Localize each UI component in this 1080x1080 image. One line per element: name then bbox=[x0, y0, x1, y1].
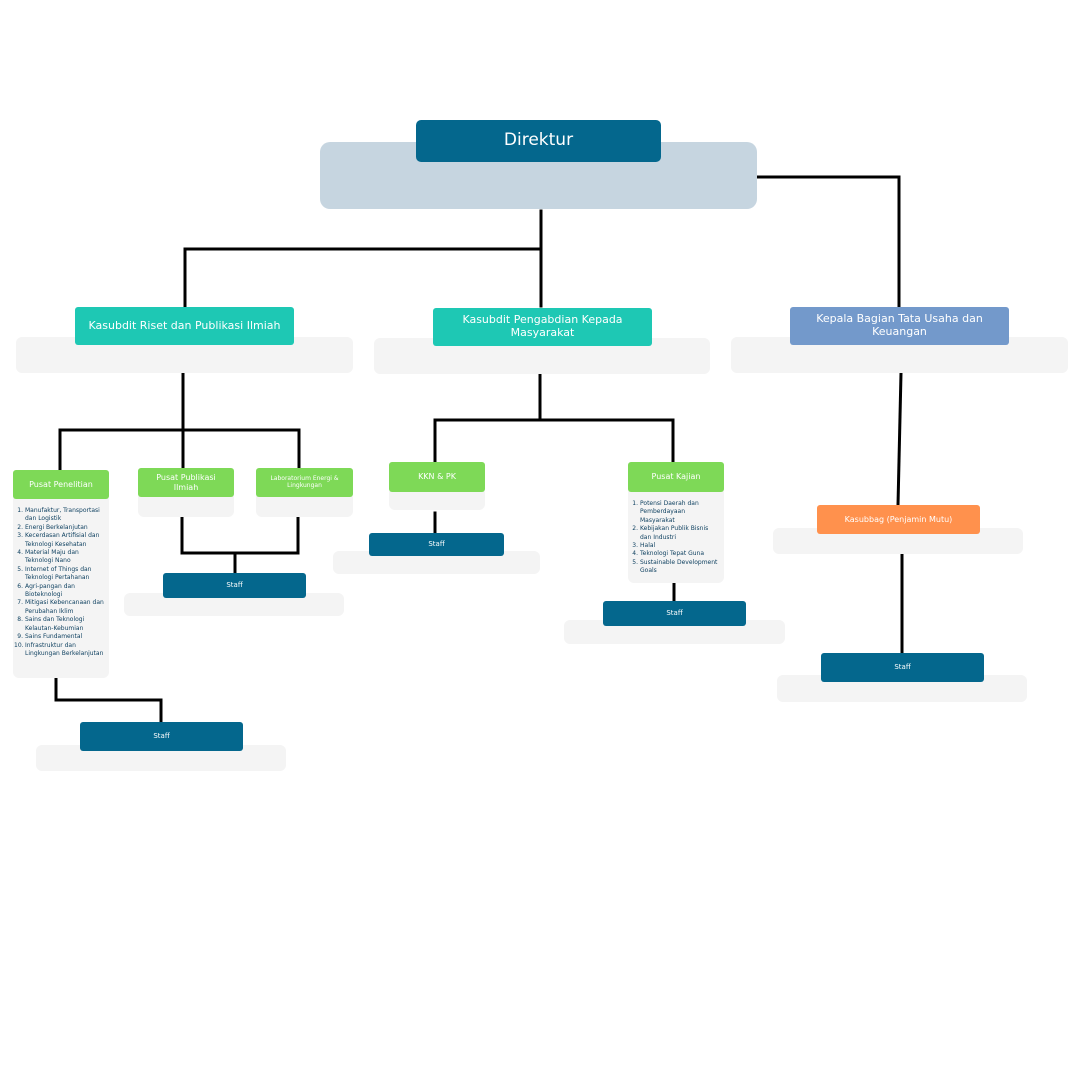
list-item: 3.Kecerdasan Artifisial dan Teknologi Ke… bbox=[14, 532, 106, 549]
list-item-number: 6. bbox=[17, 582, 23, 590]
list-item-text: Internet of Things dan Teknologi Pertaha… bbox=[25, 565, 92, 582]
list-item-number: 5. bbox=[17, 565, 23, 573]
list-item-number: 9. bbox=[17, 633, 23, 641]
list-item: 5.Sustainable Development Goals bbox=[629, 559, 721, 576]
pusat-penelitian-card bbox=[13, 470, 109, 678]
list-item: 3.Halal bbox=[629, 542, 721, 550]
list-item-number: 1. bbox=[632, 500, 638, 507]
staff-kkn-box[interactable]: Staff bbox=[369, 533, 504, 556]
list-item: 1.Potensi Daerah dan Pemberdayaan Masyar… bbox=[629, 500, 721, 525]
list-item: 5.Internet of Things dan Teknologi Perta… bbox=[14, 566, 106, 583]
list-item-number: 2. bbox=[632, 525, 638, 533]
list-item-text: Sustainable Development Goals bbox=[640, 558, 718, 575]
list-item-text: Energi Berkelanjutan bbox=[25, 523, 88, 531]
staff-kajian-box[interactable]: Staff bbox=[603, 601, 746, 626]
list-item: 4.Material Maju dan Teknologi Nano bbox=[14, 549, 106, 566]
list-item: 8.Sains dan Teknologi Kelautan-Kebumian bbox=[14, 616, 106, 633]
list-item-number: 2. bbox=[17, 523, 23, 531]
list-item-text: Mitigasi Kebencanaan dan Perubahan Iklim bbox=[25, 599, 104, 615]
list-item-text: Kebijakan Publik Bisnis dan Industri bbox=[640, 525, 709, 541]
staff-kkn-card bbox=[333, 551, 540, 574]
list-item-number: 3. bbox=[632, 542, 638, 550]
staff-penelitian-box[interactable]: Staff bbox=[80, 722, 243, 751]
list-item: 2.Energi Berkelanjutan bbox=[14, 524, 106, 532]
list-item-text: Manufaktur, Transportasi dan Logistik bbox=[25, 507, 100, 523]
staff-publikasi-box[interactable]: Staff bbox=[163, 573, 306, 598]
list-item-text: Teknologi Tepat Guna bbox=[640, 550, 705, 558]
list-item-number: 1. bbox=[17, 507, 23, 514]
list-item-text: Infrastruktur dan Lingkungan Berkelanjut… bbox=[25, 641, 104, 657]
list-item: 7.Mitigasi Kebencanaan dan Perubahan Ikl… bbox=[14, 599, 106, 616]
kasubdit-riset-box[interactable]: Kasubdit Riset dan Publikasi Ilmiah bbox=[75, 307, 294, 345]
list-item-text: Agri-pangan dan Bioteknologi bbox=[25, 582, 75, 599]
laboratorium-box[interactable]: Laboratorium Energi & Lingkungan bbox=[256, 468, 353, 497]
list-item-text: Kecerdasan Artifisial dan Teknologi Kese… bbox=[25, 532, 100, 548]
list-item-text: Material Maju dan Teknologi Nano bbox=[25, 549, 79, 565]
kkn-card bbox=[389, 487, 485, 510]
staff-kasubbag-box[interactable]: Staff bbox=[821, 653, 984, 682]
list-item: 4.Teknologi Tepat Guna bbox=[629, 550, 721, 558]
list-item-number: 4. bbox=[17, 549, 23, 557]
kkn-box[interactable]: KKN & PK bbox=[389, 462, 485, 492]
kabag-tata-usaha-box[interactable]: Kepala Bagian Tata Usaha dan Keuangan bbox=[790, 307, 1009, 345]
list-item-text: Sains Fundamental bbox=[25, 633, 83, 641]
pusat-kajian-box[interactable]: Pusat Kajian bbox=[628, 462, 724, 492]
list-item-text: Sains dan Teknologi Kelautan-Kebumian bbox=[25, 616, 85, 632]
list-item-number: 10. bbox=[14, 641, 24, 649]
pusat-publikasi-box[interactable]: Pusat Publikasi Ilmiah bbox=[138, 468, 234, 497]
list-item-text: Halal bbox=[640, 542, 656, 550]
pusat-penelitian-box[interactable]: Pusat Penelitian bbox=[13, 470, 109, 499]
list-item-number: 5. bbox=[632, 558, 638, 566]
list-item-number: 8. bbox=[17, 616, 23, 624]
director-box[interactable]: Direktur bbox=[416, 120, 661, 162]
list-item: 2.Kebijakan Publik Bisnis dan Industri bbox=[629, 525, 721, 542]
list-item-text: Potensi Daerah dan Pemberdayaan Masyarak… bbox=[640, 500, 699, 524]
list-item: 9.Sains Fundamental bbox=[14, 633, 106, 641]
kasubbag-box[interactable]: Kasubbag (Penjamin Mutu) bbox=[817, 505, 980, 534]
list-item-number: 4. bbox=[632, 550, 638, 558]
list-item-number: 3. bbox=[17, 532, 23, 540]
list-item: 10.Infrastruktur dan Lingkungan Berkelan… bbox=[14, 642, 106, 659]
list-item: 1.Manufaktur, Transportasi dan Logistik bbox=[14, 507, 106, 524]
list-item-number: 7. bbox=[17, 599, 23, 607]
staff-publikasi-card bbox=[124, 593, 344, 616]
kasubdit-pengabdian-box[interactable]: Kasubdit Pengabdian Kepada Masyarakat bbox=[433, 308, 652, 346]
pusat-kajian-list: 1.Potensi Daerah dan Pemberdayaan Masyar… bbox=[629, 500, 721, 576]
list-item: 6.Agri-pangan dan Bioteknologi bbox=[14, 583, 106, 600]
